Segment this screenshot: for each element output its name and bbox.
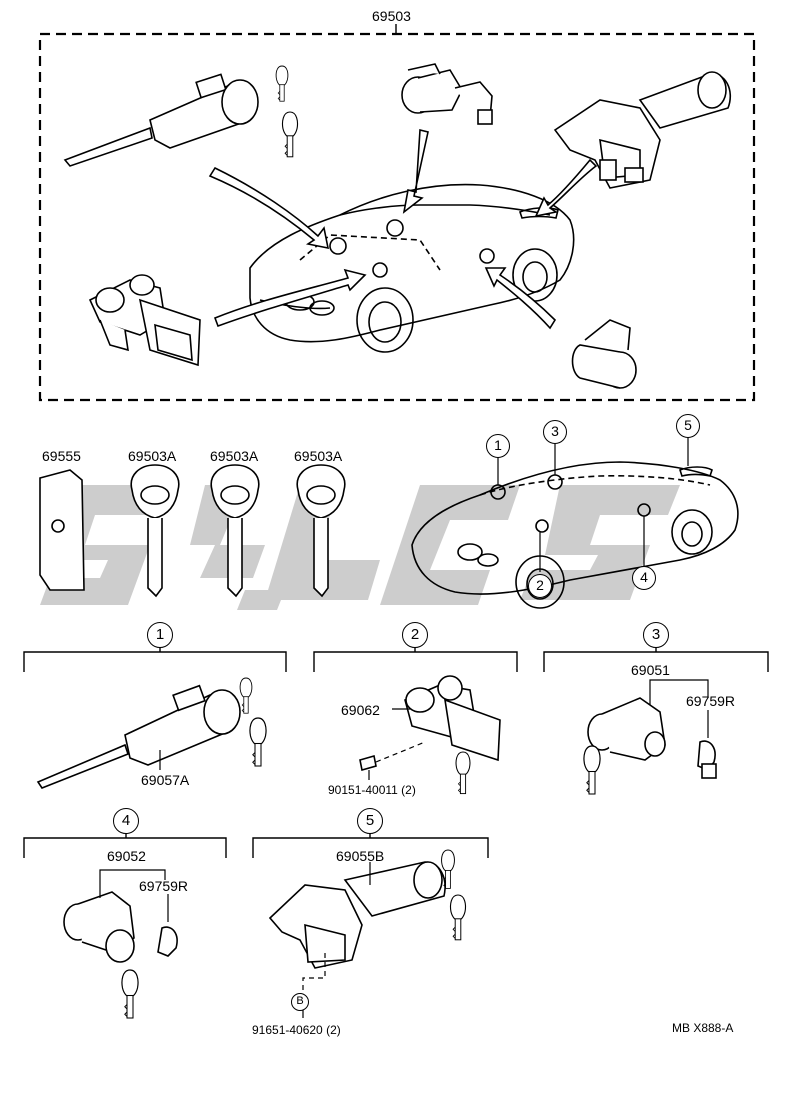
door-lock-g3 — [583, 697, 717, 795]
key-part-no-2: 69503A — [128, 448, 177, 464]
key-69503a-1 — [130, 464, 180, 598]
location-leaders — [497, 437, 689, 572]
group-5-index: 5 — [357, 808, 383, 834]
door-lock-cylinder-top — [401, 63, 493, 125]
luggage-lock-g5 — [268, 849, 467, 969]
ignition-cylinder-g1 — [36, 677, 267, 789]
group-1-index: 1 — [147, 622, 173, 648]
g2-leaders — [368, 708, 426, 780]
group-2-fastener: 90151-40011 (2) — [328, 783, 416, 797]
location-marker-1: 1 — [486, 434, 510, 458]
group-3-index: 3 — [643, 622, 669, 648]
location-marker-2: 2 — [528, 574, 552, 598]
group-1-part-no: 69057A — [141, 772, 190, 788]
group-5-part-no: 69055B — [336, 848, 385, 864]
group-5-fastener-marker: B — [291, 993, 309, 1011]
g3-leaders — [649, 679, 709, 738]
diagram-code: MB X888-A — [672, 1021, 734, 1035]
group-5-fastener: 91651-40620 (2) — [252, 1023, 341, 1037]
ignition-cylinder-top — [63, 65, 299, 167]
group-3-sub-part-no: 69759R — [686, 693, 736, 709]
group-4-part-no: 69052 — [107, 848, 146, 864]
luggage-lock-top — [553, 71, 732, 189]
location-marker-4: 4 — [632, 566, 656, 590]
top-assembly-part-no: 69503 — [372, 8, 411, 24]
car-illustration-top — [249, 183, 575, 353]
key-card-69555 — [39, 469, 85, 591]
glove-box-lock-g2 — [359, 675, 501, 795]
key-part-no-3: 69503A — [210, 448, 259, 464]
key-69503a-2 — [210, 464, 260, 598]
top-assembly-frame — [38, 32, 756, 402]
group-2-index: 2 — [402, 622, 428, 648]
group-2-part-no: 69062 — [341, 702, 380, 718]
group-4-sub-part-no: 69759R — [139, 878, 189, 894]
key-69503a-3 — [296, 464, 346, 598]
key-part-no-4: 69503A — [294, 448, 343, 464]
location-marker-5: 5 — [676, 414, 700, 438]
glove-box-lock-top — [88, 274, 201, 367]
g4-leaders — [99, 869, 169, 922]
group-4-index: 4 — [113, 808, 139, 834]
group-3-part-no: 69051 — [631, 662, 670, 678]
key-part-no-1: 69555 — [42, 448, 81, 464]
location-arrows — [208, 128, 598, 330]
door-lock-cylinder-right-top — [571, 319, 637, 389]
location-marker-3: 3 — [543, 420, 567, 444]
door-lock-g4 — [63, 891, 178, 1019]
